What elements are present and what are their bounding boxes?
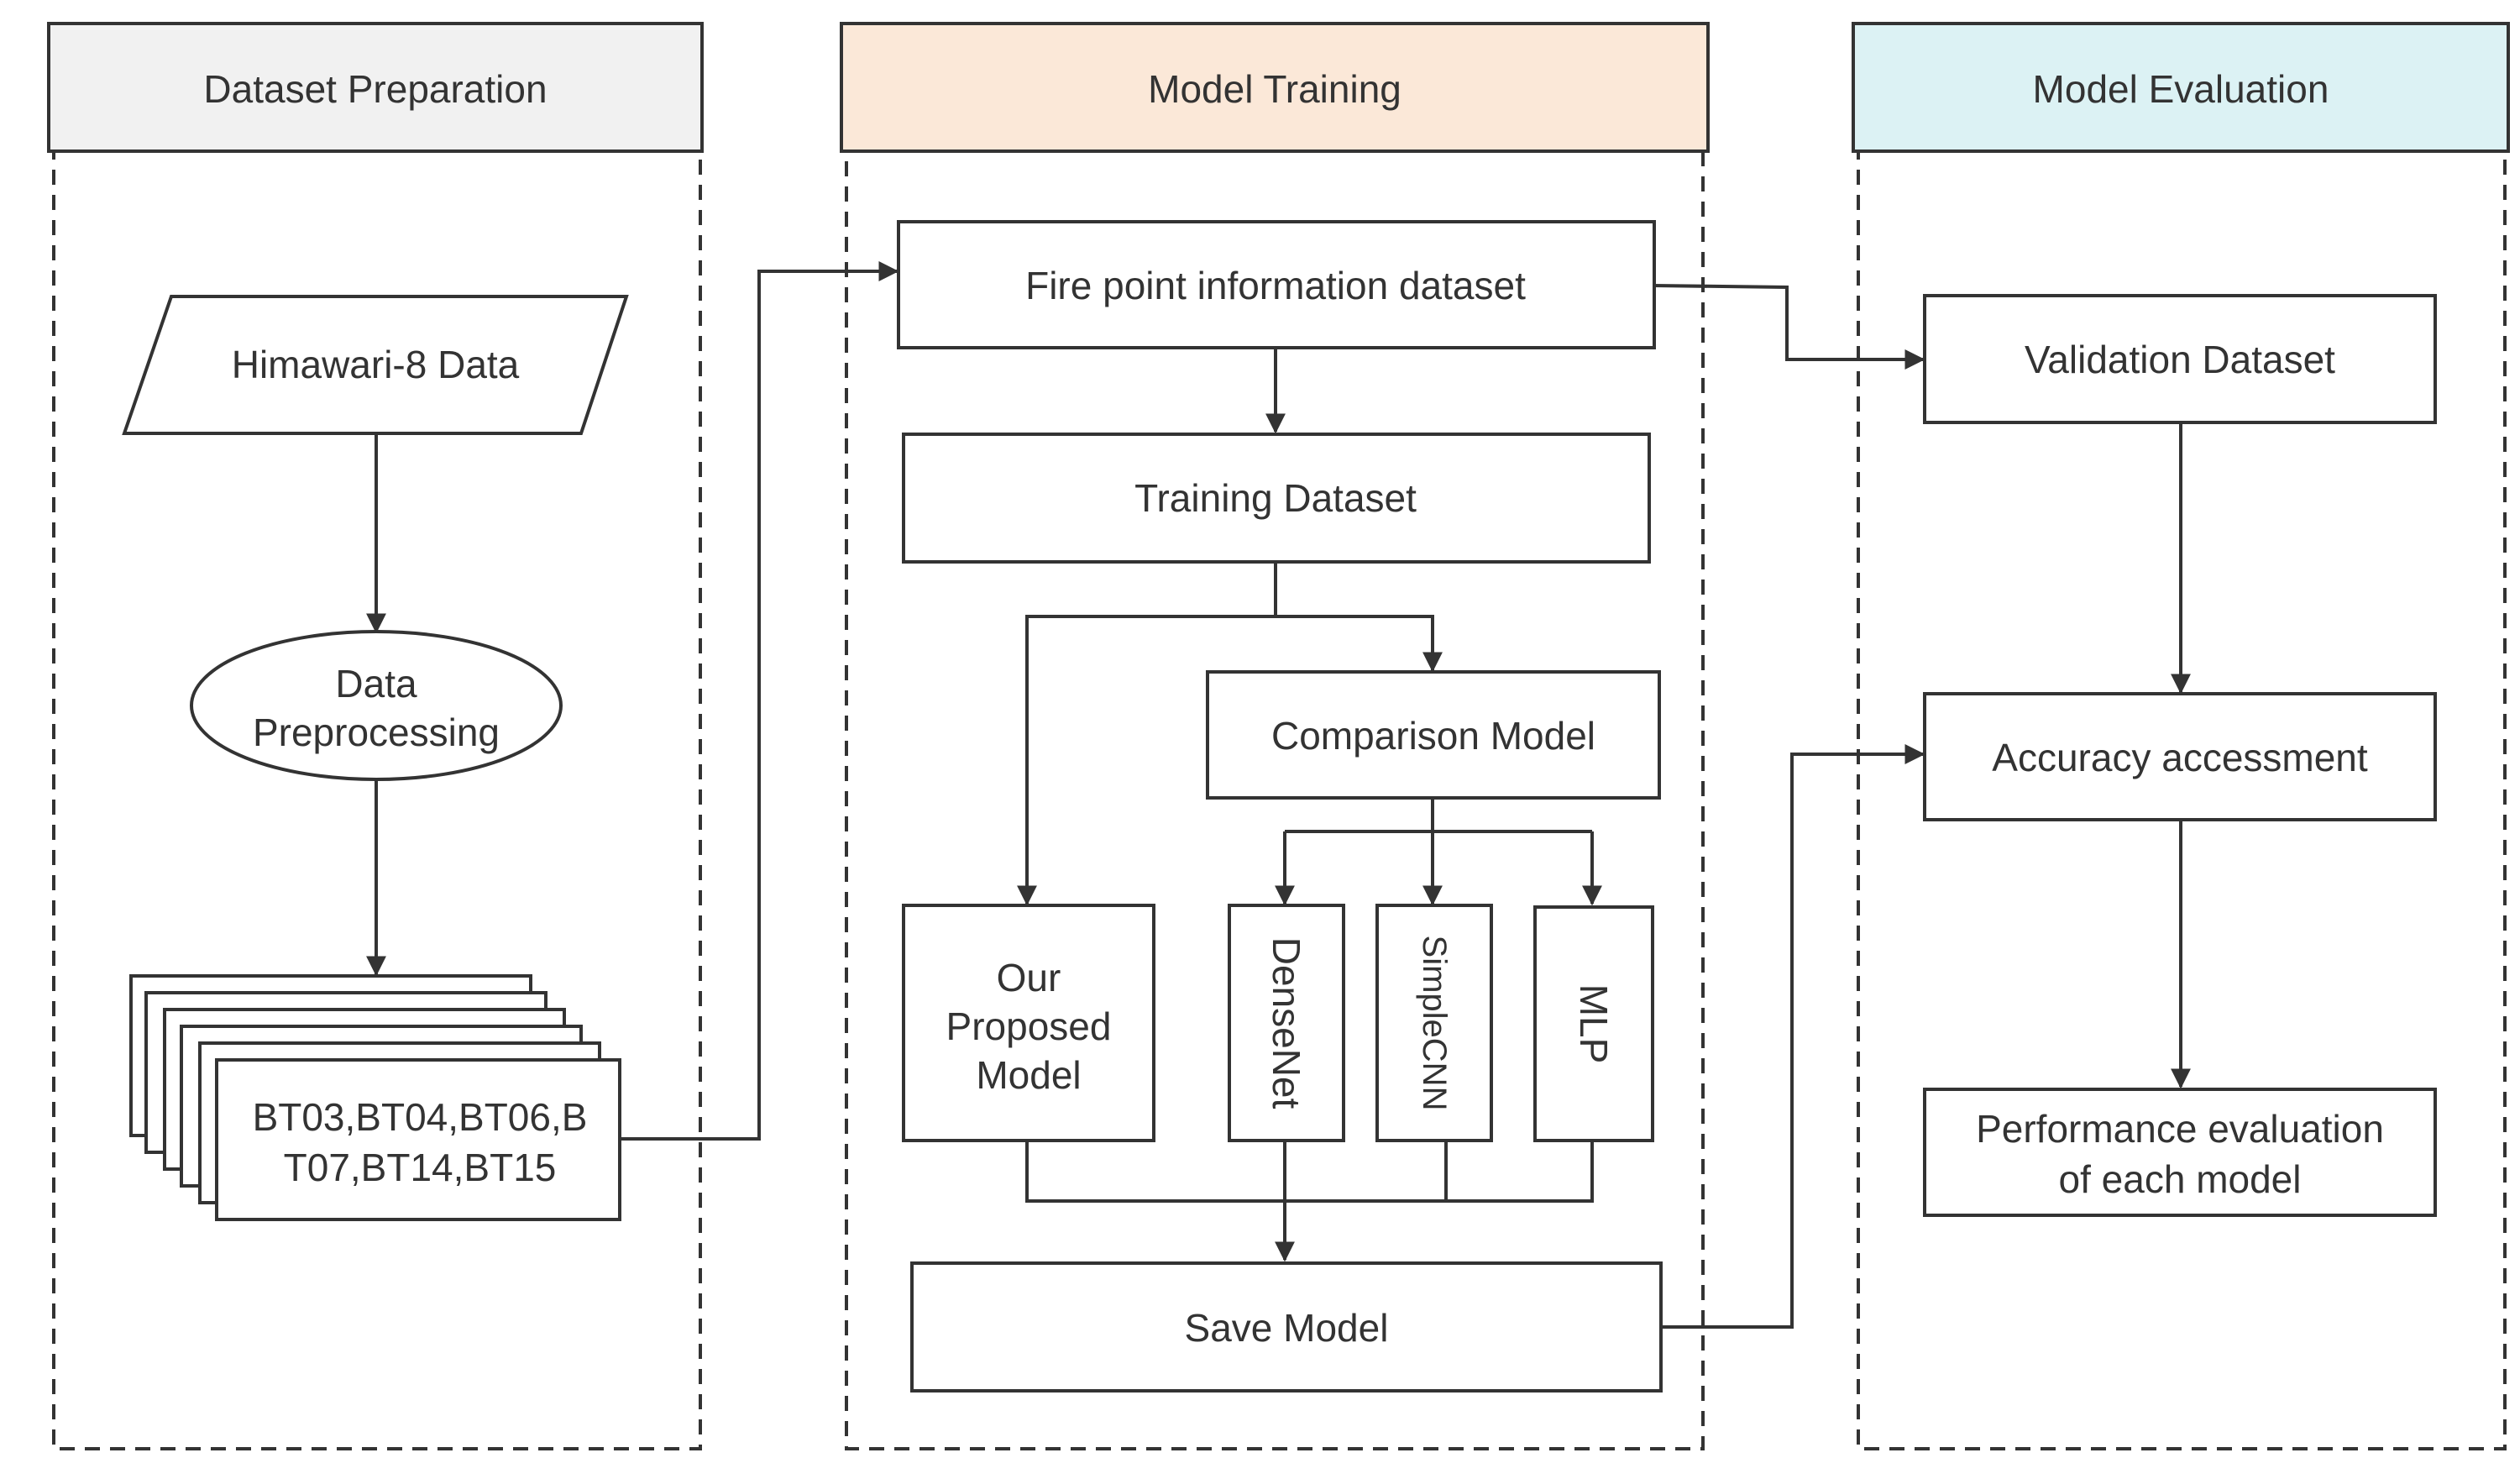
- box-shape: [897, 220, 1656, 349]
- box-shape: [910, 1261, 1663, 1392]
- node-label: MLP: [1572, 984, 1616, 1064]
- node-label: Himawari-8 Data: [232, 343, 520, 386]
- node-label-line-2: of each model: [2059, 1157, 2302, 1201]
- node-label-line-3: Model: [976, 1053, 1081, 1097]
- node-training-dataset[interactable]: Training Dataset: [902, 433, 1651, 564]
- edge-training-to-proposed: [1017, 562, 1277, 906]
- node-label: Training Dataset: [1134, 476, 1417, 520]
- lane-dataset-preparation: Dataset Preparation: [47, 22, 704, 1450]
- ellipse-shape: [190, 630, 563, 781]
- node-label: DenseNet: [1265, 937, 1308, 1109]
- box-shape: [1228, 904, 1345, 1142]
- edge-save-to-accuracy: [1659, 744, 1925, 1329]
- edge-training-to-comparison: [1276, 615, 1443, 673]
- node-label-line-1: Performance evaluation: [1976, 1107, 2384, 1151]
- node-label-line-2: Preprocessing: [253, 711, 500, 754]
- box-shape: [1923, 692, 2437, 821]
- box-shape: [902, 433, 1651, 564]
- node-accuracy-assessment[interactable]: Accuracy accessment: [1923, 692, 2437, 821]
- edges: [366, 261, 2191, 1329]
- node-mlp[interactable]: MLP: [1533, 905, 1654, 1142]
- lane-title: Dataset Preparation: [203, 67, 547, 111]
- lane-body: [1857, 149, 2507, 1450]
- node-save-model[interactable]: Save Model: [910, 1261, 1663, 1392]
- node-label: Accuracy accessment: [1992, 736, 2368, 779]
- box-shape: [1923, 1088, 2437, 1217]
- node-densenet[interactable]: DenseNet: [1228, 904, 1345, 1142]
- parallelogram-shape: [122, 295, 629, 435]
- lane-model-training: Model Training: [840, 22, 1710, 1450]
- node-label: Fire point information dataset: [1025, 264, 1526, 307]
- node-label: Validation Dataset: [2025, 338, 2335, 381]
- edge-models-merge: [1025, 1141, 1594, 1203]
- lane-header: [47, 22, 704, 153]
- lane-header: [840, 22, 1710, 153]
- node-himawari-data[interactable]: Himawari-8 Data: [122, 295, 629, 435]
- node-band-stack[interactable]: BT03,BT04,BT06,B T07,BT14,BT15: [129, 974, 621, 1221]
- lane-title: Model Evaluation: [2033, 67, 2329, 111]
- lane-header: [1852, 22, 2510, 153]
- node-data-preprocessing[interactable]: Data Preprocessing: [190, 630, 563, 781]
- lane-model-evaluation: Model Evaluation: [1852, 22, 2510, 1450]
- node-simplecnn[interactable]: SimpleCNN: [1375, 904, 1493, 1142]
- box-shape: [1375, 904, 1493, 1142]
- node-label: SimpleCNN: [1416, 936, 1453, 1111]
- node-label-line-2: Proposed: [946, 1004, 1112, 1048]
- node-label-line-1: Data: [335, 662, 417, 705]
- node-label-line-1: BT03,BT04,BT06,B: [253, 1095, 588, 1139]
- node-comparison-model[interactable]: Comparison Model: [1206, 670, 1661, 800]
- node-label: Comparison Model: [1271, 714, 1595, 758]
- box-shape: [1923, 294, 2437, 424]
- stack-front-sheet: [215, 1058, 621, 1221]
- node-our-proposed-model[interactable]: Our Proposed Model: [902, 904, 1155, 1142]
- node-label: Save Model: [1185, 1306, 1389, 1350]
- edge-bands-to-fire-dataset: [620, 261, 899, 1141]
- node-performance-evaluation[interactable]: Performance evaluation of each model: [1923, 1088, 2437, 1217]
- lane-body: [52, 149, 702, 1450]
- node-label-line-2: T07,BT14,BT15: [284, 1146, 557, 1189]
- node-fire-point-dataset[interactable]: Fire point information dataset: [897, 220, 1656, 349]
- edge-fire-to-validation: [1652, 284, 1925, 370]
- box-shape: [1533, 905, 1654, 1142]
- lane-title: Model Training: [1148, 67, 1401, 111]
- box-shape: [902, 904, 1155, 1142]
- node-label-line-1: Our: [997, 956, 1061, 999]
- box-shape: [1206, 670, 1661, 800]
- node-validation-dataset[interactable]: Validation Dataset: [1923, 294, 2437, 424]
